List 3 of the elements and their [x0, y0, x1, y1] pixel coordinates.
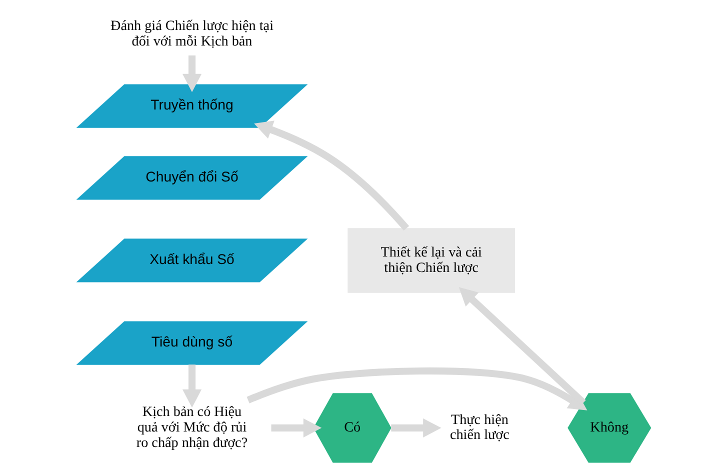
node-text: Đánh giá Chiến lược hiện tại đối với mỗi Kịch bản — [110, 18, 274, 50]
node-text: Thực hiện chiến lược — [449, 412, 509, 444]
node-text: Kịch bản có Hiệu quả với Mức độ rủi ro chấp nhận được? — [136, 404, 248, 451]
